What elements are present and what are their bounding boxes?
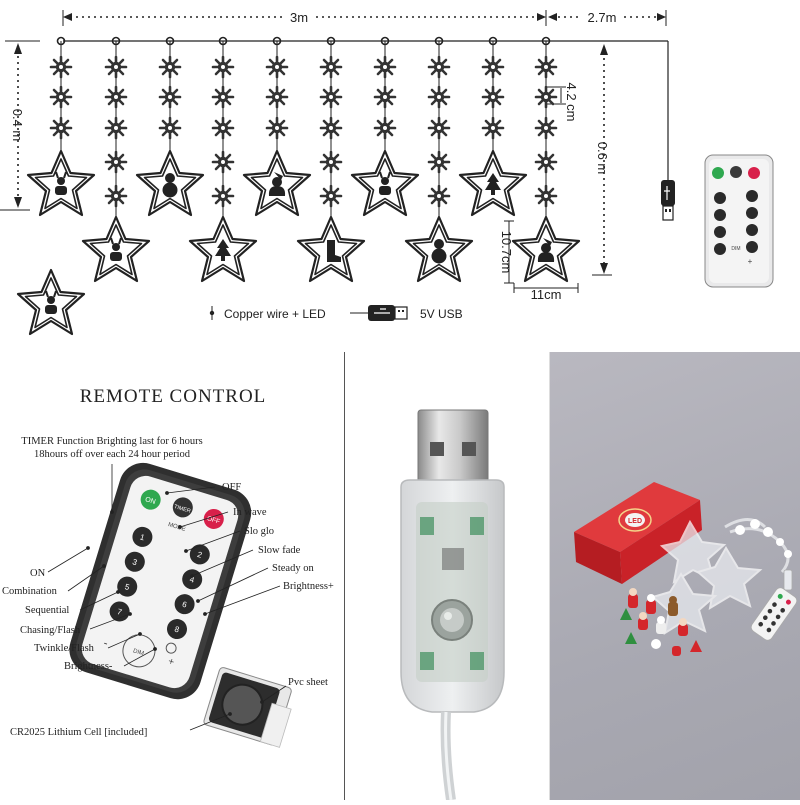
battery-tray [203,667,292,748]
label-brightness-plus: Brightness+ [283,581,334,592]
star-size-dimension: 10.7cm 11cm [499,220,579,302]
curtain-light-diagram: 3m 2.7m 0.4 m 0.6 m [0,8,774,336]
label-sequential: Sequential [25,605,69,616]
label-chasing-flash: Chasing/Flash [20,625,81,636]
key-8-label: 8 [173,625,180,635]
label-twinkle-flash: Twinkle/Flash [34,643,95,654]
plus-label: + [167,656,176,668]
usb-plug-icon [661,180,675,221]
dimension-diagram: 3m 2.7m 0.4 m 0.6 m [0,0,800,345]
key-7-label: 7 [116,607,123,617]
label-on: ON [30,568,46,579]
star-width-label: 11cm [531,287,562,302]
key-3-label: 3 [131,557,138,567]
usb-controller-photo [346,352,548,801]
vertical-divider-right [549,352,550,800]
spacing-label: 4.2 cm [564,82,579,121]
drop-long-dimension: 0.6 m [592,44,612,276]
vertical-divider-left [344,352,345,800]
product-package-photo: LED [550,352,800,800]
remote-diagram: REMOTE CONTROL TIMER Function Brighting … [2,386,334,748]
width-dimension: 3m 2.7m [62,8,667,26]
legend-wire-label: Copper wire + LED [224,307,326,321]
star-height-label: 10.7cm [499,231,514,274]
label-battery: CR2025 Lithium Cell [included] [10,727,147,738]
width-tail-label: 2.7m [588,10,617,25]
label-pvc-sheet: Pvc sheet [288,677,328,688]
timer-note-line1: TIMER Function Brighting last for 6 hour… [21,436,202,447]
key-5-label: 5 [124,582,131,592]
box-label: LED [628,518,642,525]
remote-body: ON TIMER OFF MODE 1 2 3 4 5 6 7 8 [69,462,252,700]
key-1-label: 1 [139,532,146,542]
key-4-label: 4 [189,575,196,585]
legend: Copper wire + LED 5V USB [209,305,463,321]
timer-note-line2: 18hours off over each 24 hour period [34,449,191,460]
dim-label: DIM [132,648,144,657]
label-slow-fade: Slow fade [258,545,301,556]
drop-short-dimension: 0.4 m [0,40,40,211]
label-in-wave: In wave [233,507,267,518]
minus-label: - [102,636,110,651]
label-off: OFF [222,482,241,493]
thumb-plus-label: + [748,257,753,266]
label-combination: Combination [2,586,58,597]
horizontal-divider [0,348,800,349]
off-key-label: OFF [206,515,221,526]
on-key-label: ON [144,496,156,506]
usb-controller-illustration [400,409,505,801]
width-top-label: 3m [290,10,308,25]
drop-short-label: 0.4 m [10,109,25,142]
key-2-label: 2 [196,550,203,560]
mode-label: MODE [167,522,186,533]
label-slo-glo: Slo glo [244,526,274,537]
thumb-dim-label: DIM [731,246,740,252]
remote-thumbnail: DIM + [704,154,774,288]
spacing-dimension: 4.2 cm [547,82,579,122]
key-6-label: 6 [181,600,188,610]
light-strands [16,36,581,336]
drop-long-label: 0.6 m [595,142,610,175]
label-steady-on: Steady on [272,563,314,574]
timer-key-label: TIMER [173,504,191,515]
legend-usb-label: 5V USB [420,307,463,321]
package-illustration: LED [574,482,798,656]
remote-title: REMOTE CONTROL [80,386,267,407]
remote-control-panel: REMOTE CONTROL TIMER Function Brighting … [0,352,343,800]
label-brightness-minus: Brightness- [64,661,113,672]
